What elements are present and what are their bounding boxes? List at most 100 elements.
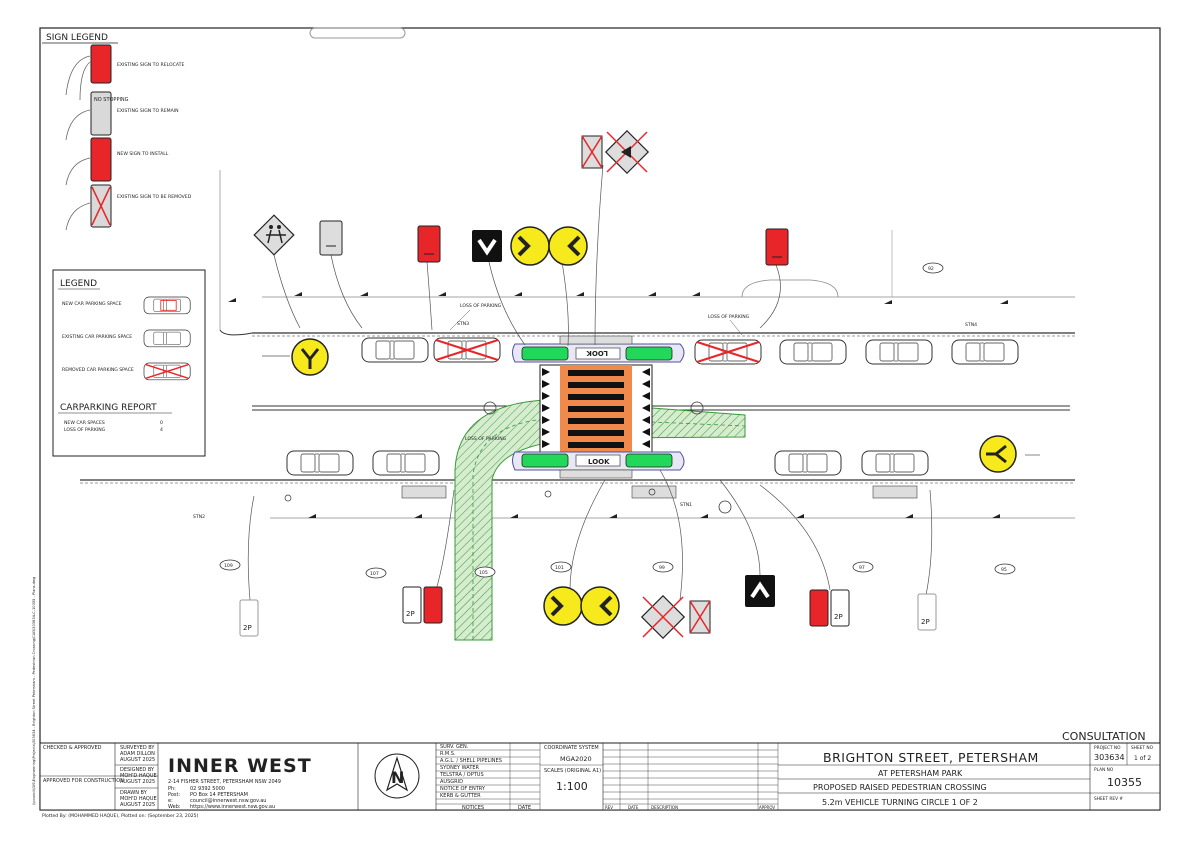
no-stopping-sign-icon [90,137,112,182]
sign-legend-label-new: NEW SIGN TO INSTALL [117,151,169,157]
look-text-top: LOOK [586,349,608,357]
parking-2p-text: 2P [834,613,843,621]
no-stopping-text: NO STOPPING [94,97,129,103]
sheet-no-value: 1 of 2 [1134,755,1151,762]
sign-legend-label-removed: EXISTING SIGN TO BE REMOVED [117,194,192,200]
parking-2p-text: 2P [406,610,415,618]
yellow-merge-sign-icon [979,435,1017,473]
chevron-down-sign-icon [472,230,502,262]
date-header: DATE [628,805,639,810]
removed-sign-icon [689,600,711,634]
council-ph: 02 9392 5000 [190,786,225,792]
sign-legend-label-remain: EXISTING SIGN TO REMAIN [117,108,179,114]
removed-sign-icon [581,135,603,169]
designed-by-name: MOH'D HAQUE [120,773,157,779]
chevron-up-sign-icon [745,575,775,607]
drawn-by-date: AUGUST 2025 [120,802,155,808]
house-number-99: 99 [659,565,665,571]
station-label-stn1: STN1 [680,502,692,508]
yellow-chevron-sign-icon [579,585,621,627]
yellow-chevron-sign-icon [509,225,551,267]
removed-diamond-sign-icon [640,594,686,640]
notice-item: AUSGRID [440,779,463,785]
revision-table [603,743,779,810]
road-plan: LOOK LOOK LOSS OF PARKING LOSS OF PARKIN… [80,129,1075,641]
north-arrow-icon: N [374,753,420,799]
station-label-stn2: STN2 [193,514,205,520]
consultation-label: CONSULTATION [1062,730,1146,743]
plan-no-value: 10355 [1107,776,1142,789]
sign-legend-title: SIGN LEGEND [46,33,108,43]
notice-item: SURV. GEN. [440,744,469,750]
yellow-chevron-sign-icon [542,585,584,627]
no-stopping-sign-icon [319,220,343,256]
parking-2p-sign-icon: 2P [402,586,443,624]
notice-item: R.M.S. [440,751,456,757]
loss-of-parking-label-1: LOSS OF PARKING [460,303,502,309]
project-title-area: BRIGHTON STREET, PETERSHAM AT PETERSHAM … [778,743,1091,810]
green-island-bottom-right [625,453,673,468]
loss-of-parking-label-3: LOSS OF PARKING [465,436,507,442]
pedestrian-crossing-sign-icon [253,214,295,256]
subtitle-1: AT PETERSHAM PARK [878,769,963,778]
notice-item: NOTICE OF ENTRY [440,786,486,792]
sign-legend-label-relocate: EXISTING SIGN TO RELOCATE [117,62,184,68]
sign-legend-new: NEW SIGN TO INSTALL [65,137,169,186]
north-letter: N [391,768,404,787]
sign-legend-relocate: EXISTING SIGN TO RELOCATE [65,44,184,101]
project-no-value: 303634 [1094,753,1125,762]
council-web-label: Web: [168,804,181,810]
removed-diamond-sign-icon [604,129,650,175]
yellow-merge-sign-icon [291,338,329,376]
vehicle-turning-path [454,399,746,641]
report-loss-label: LOSS OF PARKING [64,427,106,433]
house-number-97: 97 [859,565,865,571]
parking-2p-text: 2P [921,618,930,626]
house-number-101: 101 [555,565,564,571]
project-title: BRIGHTON STREET, PETERSHAM [823,750,1039,765]
notices-date-header: DATE [518,805,531,811]
approv-header: APPROV [759,805,775,810]
council-post: PO Box 14 PETERSHAM [190,792,248,798]
council-post-label: Post: [168,792,180,798]
look-text-bottom: LOOK [588,458,610,466]
house-number-95: 95 [1001,567,1007,573]
notice-item: TELSTRA / OPTUS [439,772,484,778]
council-address: 2-14 FISHER STREET, PETERSHAM NSW 2049 [168,779,281,785]
new-no-stopping-sign-icon [417,225,441,263]
council-logo-text: INNER WEST [168,755,312,777]
drawn-by-name: MOH'D HAQUE [120,796,157,802]
coordinate-system-value: MGA2020 [560,755,592,763]
report-new-label: NEW CAR SPACES [64,420,105,426]
plotted-by-text: Plotted By: (MOHAMMED HAQUE), Plotted on… [42,813,199,819]
report-loss-value: 4 [160,427,163,433]
scales-label: SCALES (ORIGINAL A1) [544,768,601,774]
notice-item: SYDNEY WATER [440,765,480,771]
legend-label-new: NEW CAR PARKING SPACE [62,301,122,307]
notices-footer: NOTICES [462,805,484,811]
project-number-box: PROJECT NO 303634 SHEET NO 1 of 2 PLAN N… [1090,743,1160,802]
surveyed-by-label: SURVEYED BY [120,745,155,751]
green-island-top-left [521,346,569,361]
checked-approved-label: CHECKED & APPROVED [43,745,102,751]
drawn-by-label: DRAWN BY [120,790,148,796]
sign-legend-removed: EXISTING SIGN TO BE REMOVED [65,184,192,231]
subtitle-3: 5.2m VEHICLE TURNING CIRCLE 1 OF 2 [822,798,978,807]
raised-crossing: LOOK LOOK [512,335,685,479]
station-label-stn4: STN4 [965,322,977,328]
legend-box: LEGEND NEW CAR PARKING SPACE EXISTING CA… [52,269,206,457]
legend-title: LEGEND [60,279,97,289]
house-number-top: 92 [922,262,944,274]
designed-by-date: AUGUST 2025 [120,779,155,785]
coordinate-system-label: COORDINATE SYSTEM [544,745,599,751]
project-no-label: PROJECT NO [1094,745,1121,751]
sheet-rev-label: SHEET REV # [1094,796,1123,802]
subtitle-2: PROPOSED RAISED PEDESTRIAN CROSSING [813,783,987,792]
scale-value: 1:100 [556,780,588,793]
house-number-105: 105 [479,570,488,576]
carparking-report-title: CARPARKING REPORT [60,403,157,413]
house-number-107: 107 [370,571,379,577]
approved-construction-label: APPROVED FOR CONSTRUCTION [43,778,124,784]
coordinate-scale-box: COORDINATE SYSTEM MGA2020 SCALES (ORIGIN… [540,743,604,810]
